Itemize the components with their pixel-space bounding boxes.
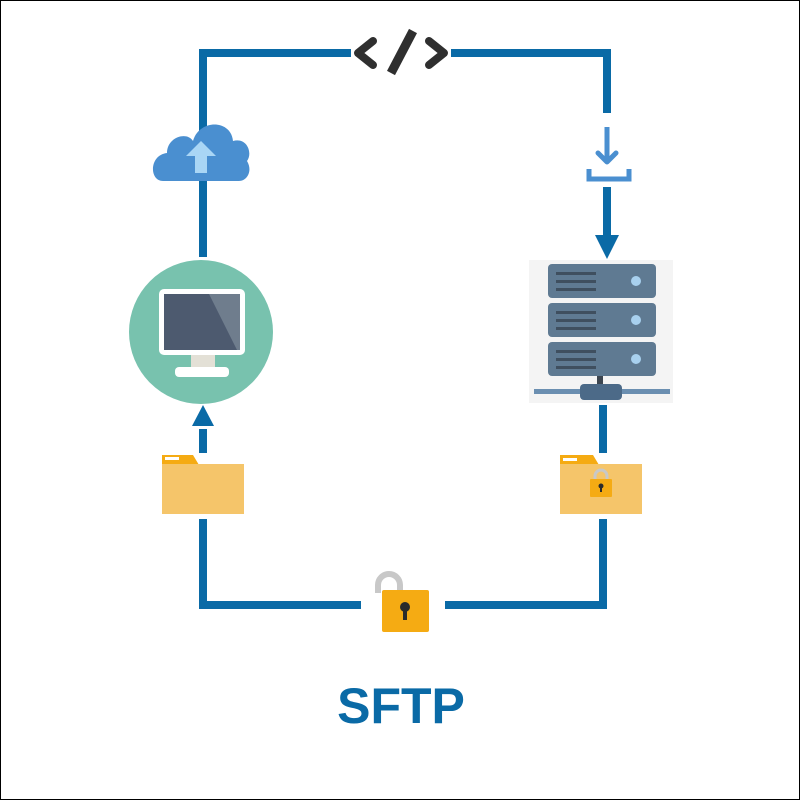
arrow-up-icon [192,405,214,426]
locked-folder-icon [560,455,642,514]
flow-connectors [199,49,611,609]
cloud-upload-icon [152,124,250,181]
diagram-title: SFTP [337,678,465,734]
arrow-down-icon [595,235,619,259]
connector-line [199,519,361,609]
desktop-computer-icon [129,260,273,404]
server-unit [548,303,656,337]
folder-icon [162,455,244,514]
server-unit [548,342,656,376]
server-led-icon [631,276,641,286]
server-led-icon [631,354,641,364]
server-icon [529,260,673,403]
server-led-icon [631,315,641,325]
unlocked-padlock-icon [375,571,429,632]
connector-line [451,49,611,113]
connector-line [445,519,607,609]
download-icon [586,127,632,182]
code-icon [354,28,448,76]
server-unit [548,264,656,298]
